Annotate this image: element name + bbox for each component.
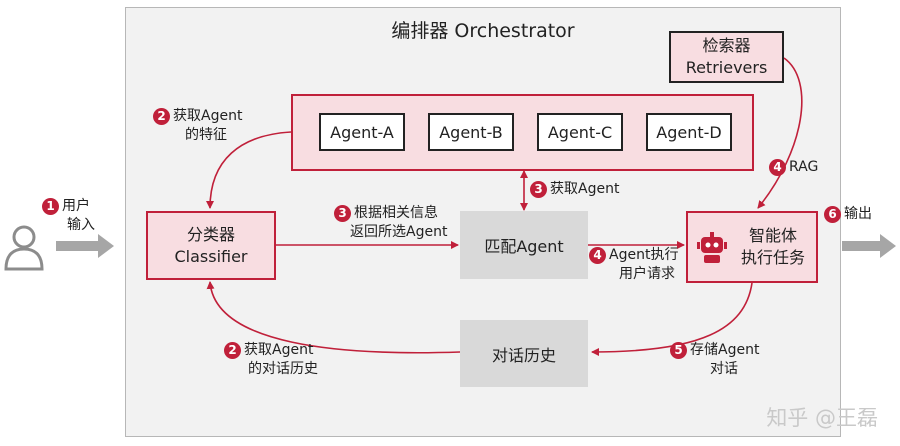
classifier-box: 分类器 Classifier bbox=[146, 211, 276, 280]
badge-4-rag: 4 bbox=[769, 158, 786, 176]
user-icon bbox=[4, 225, 44, 271]
agent-d-box: Agent-D bbox=[646, 113, 732, 151]
badge-2-bottom: 2 bbox=[224, 341, 241, 359]
user-input-arrow bbox=[56, 234, 114, 258]
badge-3-filter: 3 bbox=[334, 204, 351, 222]
arrow-history-to-classifier bbox=[206, 281, 461, 354]
executor-label-2: 执行任务 bbox=[740, 248, 805, 267]
classifier-label-en: Classifier bbox=[174, 246, 248, 266]
robot-icon bbox=[697, 232, 727, 263]
matcher-box: 匹配Agent bbox=[460, 211, 588, 279]
badge-5: 5 bbox=[670, 341, 687, 359]
orchestrator-title: 编排器 Orchestrator bbox=[391, 20, 575, 42]
arrow-executor-to-history bbox=[591, 282, 753, 356]
executor-box: 智能体 执行任务 bbox=[686, 211, 818, 283]
agent-pool: Agent-A Agent-B Agent-C Agent-D bbox=[291, 94, 754, 171]
badge-2-top: 2 bbox=[153, 107, 170, 125]
retrievers-label-en: Retrievers bbox=[685, 58, 768, 77]
badge-3-get: 3 bbox=[530, 180, 547, 198]
agent-b-box: Agent-B bbox=[428, 113, 514, 151]
output-arrow bbox=[842, 234, 896, 258]
agent-c-box: Agent-C bbox=[537, 113, 623, 151]
history-label: 对话历史 bbox=[491, 345, 556, 365]
arrow-rag bbox=[757, 57, 803, 209]
retrievers-label-cn: 检索器 bbox=[702, 36, 751, 55]
retrievers-box: 检索器 Retrievers bbox=[669, 31, 784, 83]
watermark: 知乎 @王磊 bbox=[766, 406, 878, 430]
badge-1: 1 bbox=[42, 197, 59, 215]
classifier-label-cn: 分类器 bbox=[186, 224, 235, 244]
agent-a-box: Agent-A bbox=[319, 113, 405, 151]
executor-label-1: 智能体 bbox=[748, 226, 797, 245]
badge-4-exec: 4 bbox=[589, 246, 606, 264]
badge-6: 6 bbox=[824, 205, 841, 223]
matcher-label: 匹配Agent bbox=[484, 237, 564, 256]
executor-label: 智能体 执行任务 bbox=[730, 213, 816, 281]
arrow-features-to-classifier bbox=[206, 131, 292, 209]
history-box: 对话历史 bbox=[460, 320, 588, 387]
